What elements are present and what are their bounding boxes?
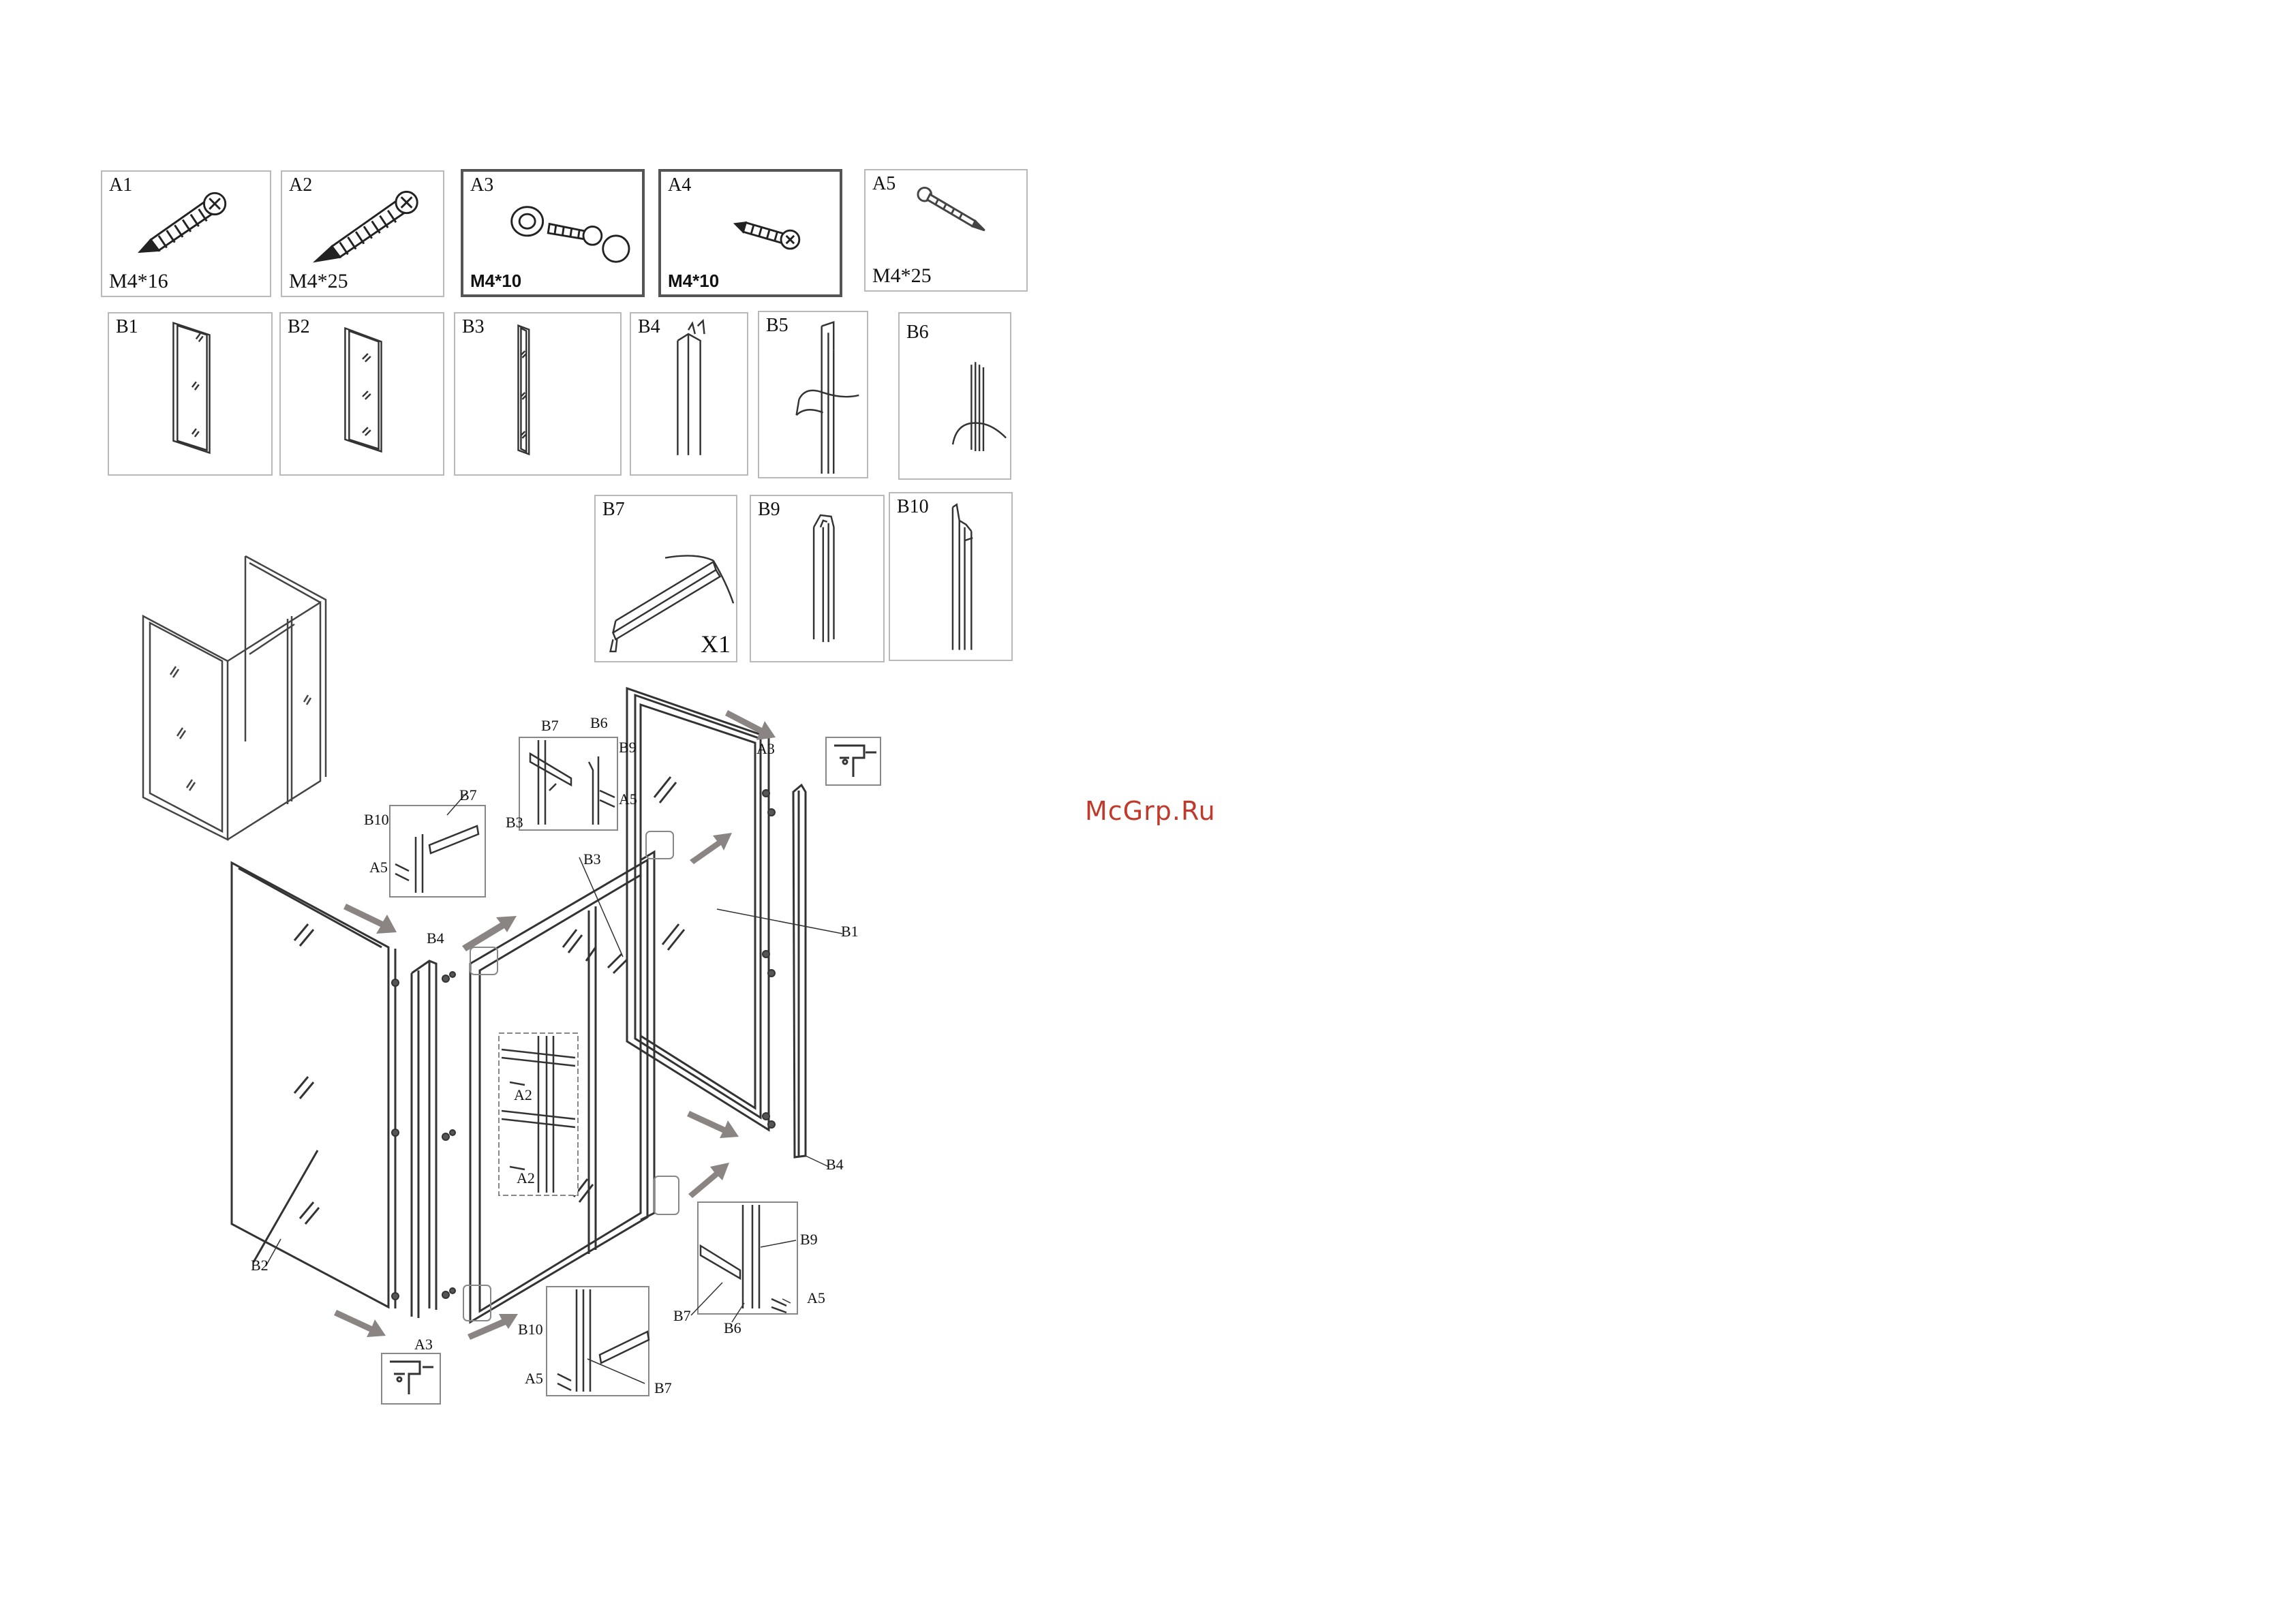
callout-b3: B3: [583, 851, 601, 868]
callout-b6: B6: [724, 1319, 741, 1336]
detail-box-bottom: [547, 1287, 649, 1396]
callout-b7: B7: [459, 786, 477, 803]
callout-b4: B4: [427, 930, 444, 947]
callout-a2: A2: [517, 1169, 535, 1186]
callout-b4: B4: [826, 1156, 844, 1173]
callout-a3: A3: [756, 740, 775, 757]
callout-a5: A5: [525, 1370, 543, 1387]
callout-b7: B7: [654, 1379, 672, 1396]
callout-b9: B9: [800, 1231, 818, 1248]
callout-a5: A5: [619, 791, 637, 808]
callout-a3: A3: [414, 1336, 433, 1353]
detail-box-bottom-right: [698, 1202, 797, 1314]
screw-set: [392, 972, 455, 1300]
enclosure-preview: [143, 556, 326, 840]
callout-a2: A2: [514, 1086, 532, 1103]
callout-b9: B9: [619, 739, 637, 756]
watermark-text: McGrp.Ru: [1085, 796, 1216, 826]
callout-a5: A5: [369, 859, 388, 876]
callout-b10: B10: [364, 811, 389, 828]
panel-b2: [232, 863, 395, 1308]
callout-b6: B6: [590, 714, 608, 731]
callout-b10: B10: [518, 1321, 543, 1338]
callout-b2: B2: [251, 1257, 269, 1274]
callout-a5: A5: [807, 1289, 825, 1306]
callout-b7: B7: [673, 1307, 691, 1324]
panel-b1: [627, 688, 842, 1130]
callout-b1: B1: [841, 923, 859, 940]
callout-b7: B7: [541, 717, 559, 734]
callout-b3: B3: [506, 814, 523, 831]
profile-b4: [412, 961, 436, 1318]
profile-b4-right: [793, 785, 829, 1167]
